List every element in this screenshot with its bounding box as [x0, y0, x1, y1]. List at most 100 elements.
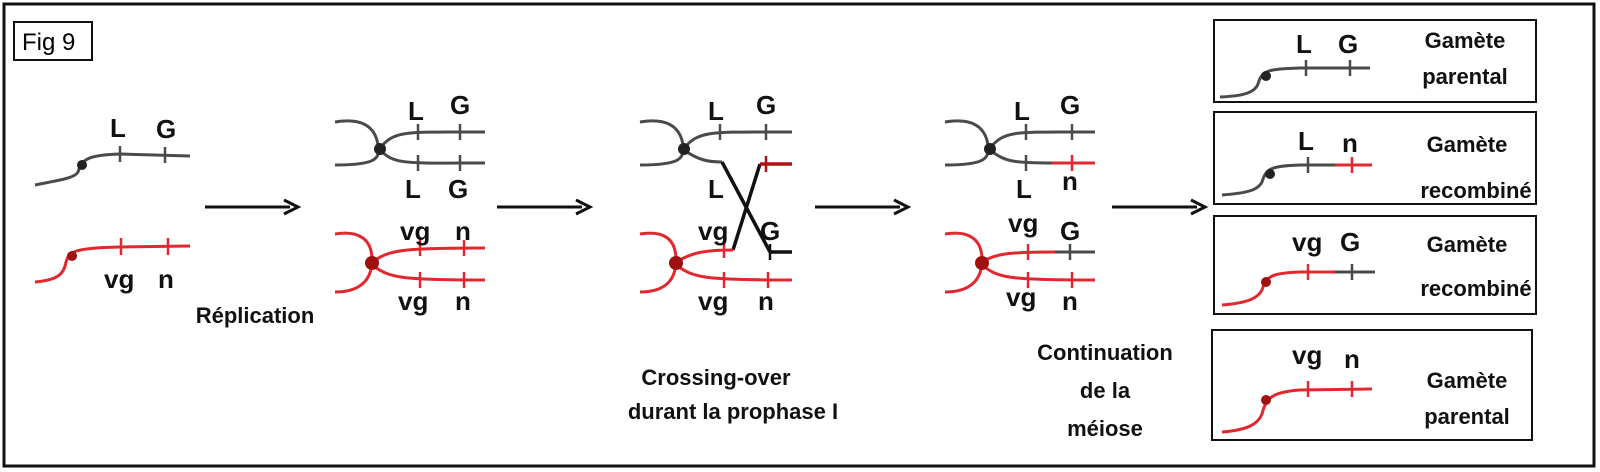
gamete-1: L G Gamète parental: [1213, 19, 1537, 103]
chromatid-arm: [944, 119, 990, 167]
gene-label: G: [1060, 216, 1080, 246]
gene-label: L: [1016, 174, 1032, 204]
gene-label: G: [760, 216, 780, 246]
gamete-title-line-2: recombiné: [1420, 276, 1531, 301]
gene-label: G: [450, 90, 470, 120]
gene-label: L: [1298, 126, 1314, 156]
chromatid-grey: [683, 148, 723, 164]
centromere: [984, 143, 996, 155]
gene-label: L: [1014, 96, 1030, 126]
chromosome-grey: [34, 152, 191, 187]
centromere: [669, 256, 683, 270]
centromere: [678, 143, 690, 155]
gene-label: G: [156, 114, 176, 144]
chromosome-red: [34, 244, 191, 284]
centromere: [365, 256, 379, 270]
chromatid-red: [371, 246, 486, 264]
chromatid-arm: [334, 119, 380, 167]
gene-label: n: [455, 216, 471, 246]
gene-label: vg: [398, 286, 428, 316]
gene-label: vg: [1292, 340, 1322, 370]
gamete-3: vg G Gamète recombiné: [1213, 215, 1537, 315]
gamete-title-line-2: parental: [1422, 64, 1508, 89]
gene-label: G: [448, 174, 468, 204]
crossing-strand: [731, 163, 762, 251]
step-crossing-over-line-1: Crossing-over: [641, 365, 791, 390]
gamete-2: L n Gamète recombiné: [1213, 111, 1537, 205]
chromosome-red: [1221, 387, 1373, 434]
gene-label: L: [408, 96, 424, 126]
gamete-title-line-1: Gamète: [1427, 368, 1508, 393]
gene-label: L: [708, 96, 724, 126]
gene-label: vg: [1008, 208, 1038, 238]
arrow-2-head: [575, 198, 594, 216]
step-continuation-line-1: Continuation: [1037, 340, 1173, 365]
gene-label: vg: [400, 216, 430, 246]
chromosome-grey: [1221, 163, 1335, 197]
chromatid-grey: [378, 130, 486, 149]
centromere: [67, 251, 77, 261]
stage-1-chromosomes: L G vg n: [34, 113, 191, 294]
centromere: [1261, 277, 1271, 287]
gamete-box: [1213, 215, 1537, 315]
centromere: [374, 143, 386, 155]
chromatid-red: [981, 250, 1056, 264]
figure-tag-box: [13, 21, 93, 61]
chromatid-red: [675, 263, 793, 282]
gamete-title-line-1: Gamète: [1425, 28, 1506, 53]
gamete-title-line-2: recombiné: [1420, 178, 1531, 203]
gene-label: n: [1342, 128, 1358, 158]
centromere: [77, 160, 87, 170]
step-continuation-line-3: méiose: [1067, 416, 1143, 441]
chromatid-red: [371, 263, 486, 282]
chromatid-grey: [988, 130, 1096, 149]
centromere: [975, 256, 989, 270]
centromere: [1261, 395, 1271, 405]
stage-3-crossing-over: L G L G vg vg n: [639, 90, 793, 316]
gamete-title-line-1: Gamète: [1427, 132, 1508, 157]
step-continuation-line-2: de la: [1080, 378, 1131, 403]
gamete-title-line-1: Gamète: [1427, 232, 1508, 257]
chromosome-grey: [1219, 66, 1370, 99]
chromatid-grey: [378, 148, 486, 165]
gene-label: G: [756, 90, 776, 120]
gene-label: vg: [104, 264, 134, 294]
arrow-1-head: [283, 198, 302, 216]
chromatid-grey: [989, 148, 1053, 165]
gene-label: L: [405, 174, 421, 204]
step-replication: Réplication: [196, 303, 315, 328]
centromere: [1261, 71, 1271, 81]
chromosome-red: [1221, 270, 1335, 307]
stage-4-chromosomes: L G L n vg G vg n: [944, 90, 1096, 316]
gene-label: G: [1060, 90, 1080, 120]
gene-label: n: [758, 286, 774, 316]
gamete-title-line-2: parental: [1424, 404, 1510, 429]
gene-label: n: [158, 264, 174, 294]
gamete-box: [1213, 111, 1537, 205]
gene-label: L: [1296, 29, 1312, 59]
chromatid-arm: [639, 119, 685, 167]
gene-label: n: [1062, 166, 1078, 196]
gene-label: vg: [1292, 227, 1322, 257]
gamete-box: [1211, 329, 1533, 441]
chromatid-grey: [682, 130, 793, 149]
gene-label: n: [1062, 286, 1078, 316]
arrow-4-head: [1190, 198, 1209, 216]
gene-label: L: [708, 174, 724, 204]
centromere: [1265, 169, 1275, 179]
gene-label: vg: [698, 216, 728, 246]
step-crossing-over-line-2: durant la prophase I: [628, 399, 838, 424]
arrow-3-head: [893, 198, 912, 216]
gene-label: n: [455, 286, 471, 316]
figure-tag: Fig 9: [22, 29, 75, 56]
gene-label: L: [110, 113, 126, 143]
gene-label: vg: [1006, 282, 1036, 312]
chromatid-red: [981, 263, 1096, 282]
gamete-box: [1213, 19, 1537, 103]
stage-2-chromosomes: L G L G vg n vg n: [334, 90, 486, 316]
gene-label: G: [1338, 29, 1358, 59]
gamete-4: vg n Gamète parental: [1211, 329, 1533, 441]
gene-label: G: [1340, 227, 1360, 257]
